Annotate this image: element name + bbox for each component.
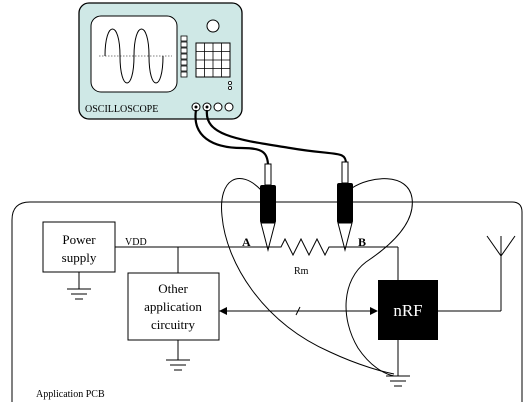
vdd-label: VDD xyxy=(125,237,147,248)
connector-4 xyxy=(224,102,234,112)
probe-cable-a xyxy=(194,109,270,167)
oscilloscope-label: OSCILLOSCOPE xyxy=(85,104,158,115)
other-circuitry-line1: Other xyxy=(158,281,188,296)
nrf-chip xyxy=(378,280,438,340)
node-b-label: B xyxy=(358,235,366,249)
power-supply-label-line1: Power xyxy=(62,232,96,247)
probe-a-ground-lead xyxy=(221,178,395,375)
probe-a xyxy=(260,163,276,252)
resistor-rm xyxy=(268,237,345,257)
probe-connectors xyxy=(191,102,234,112)
waveform xyxy=(104,28,164,84)
power-supply-ground-symbol xyxy=(67,272,91,300)
node-a-label: A xyxy=(242,235,251,249)
power-knob xyxy=(206,19,220,33)
other-circuitry-line2: application xyxy=(144,299,202,314)
antenna-icon xyxy=(438,235,516,312)
side-buttons xyxy=(180,35,188,78)
chip-ground-symbol xyxy=(386,340,410,387)
other-circuitry-line3: circuitry xyxy=(151,317,196,332)
pcb-label: Application PCB xyxy=(36,389,105,400)
probe-b xyxy=(337,161,353,252)
circuitry-ground-symbol xyxy=(166,340,190,371)
data-bus-arrow xyxy=(219,306,378,316)
small-knob-bottom xyxy=(227,86,232,91)
small-knob-top xyxy=(227,81,232,86)
nrf-chip-label: nRF xyxy=(393,301,422,320)
other-circuitry-box xyxy=(127,272,220,341)
probe-cable-b xyxy=(205,109,348,165)
probe-b-ground-lead xyxy=(345,178,413,377)
oscilloscope: OSCILLOSCOPE xyxy=(78,2,243,120)
pcb-outline xyxy=(11,201,523,402)
power-supply-label-line2: supply xyxy=(62,250,97,265)
resistor-label: Rm xyxy=(294,266,309,277)
keypad xyxy=(195,42,231,78)
connector-3 xyxy=(213,102,223,112)
